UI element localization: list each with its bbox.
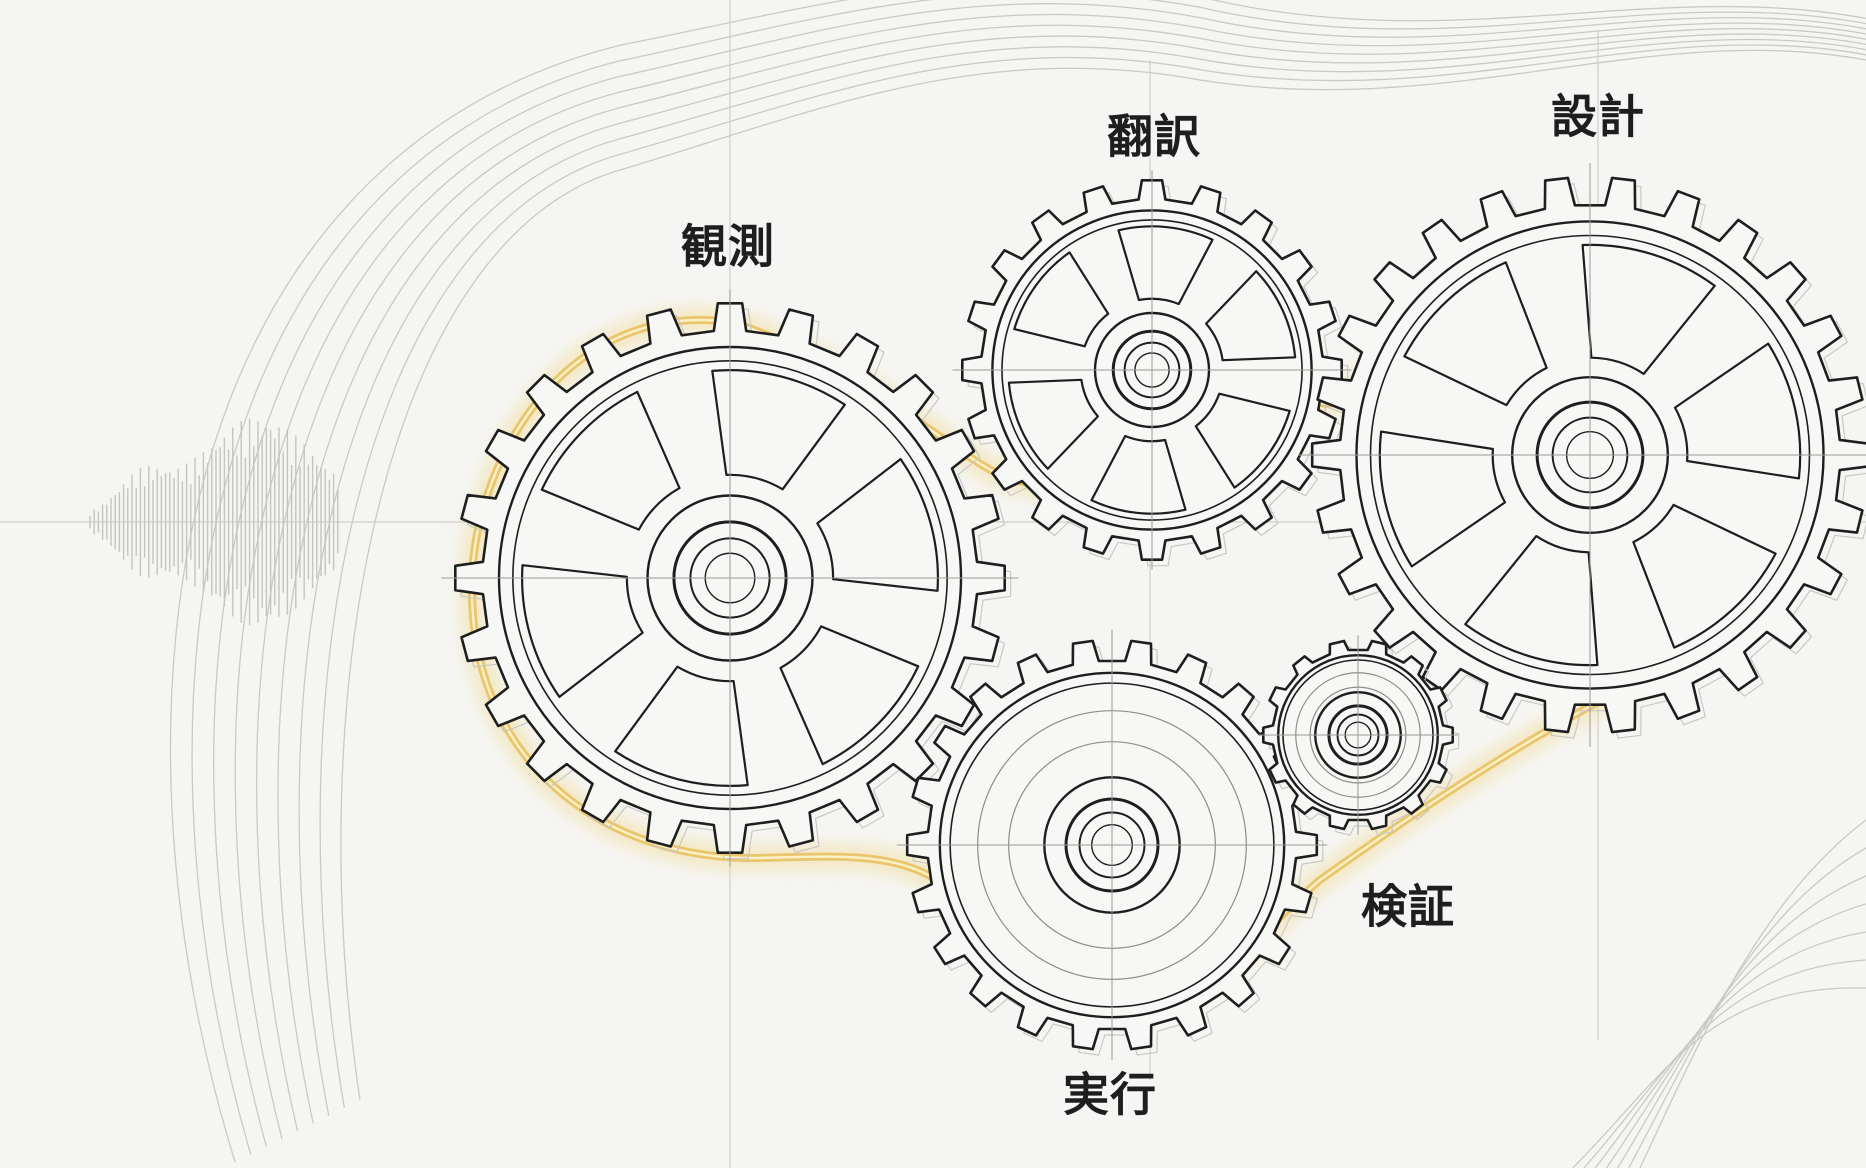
contour-line [1572,987,1866,1168]
gear-spoke-window [1090,434,1187,515]
contour-line [1628,847,1866,1168]
gear-translate [952,170,1352,570]
gear-verify [1258,635,1460,836]
contour-line [191,0,1866,1155]
gear-spoke-window [1007,378,1099,470]
contour-line [169,0,1866,1163]
gear-spoke-window [540,390,681,531]
gear-spoke-window [1194,392,1291,489]
contour-line [1583,959,1866,1168]
gear-spoke-window [711,369,846,491]
gear-spoke-window [1403,261,1548,407]
label-verify: 検証 [1361,880,1455,934]
gear-spoke-window [1378,430,1507,568]
gear-spoke-window [1581,243,1716,375]
label-execute: 実行 [1063,1068,1157,1122]
gear-spoke-window [1673,342,1802,480]
gear-observe [441,289,1019,867]
gear-execute [896,629,1328,1061]
contour-line [319,44,1866,1108]
contour-line [1617,875,1866,1168]
label-design: 設計 [1551,90,1645,144]
contour-line [298,38,1866,1116]
gear-spoke-window [1464,535,1599,667]
gear-spoke-window [1117,225,1214,306]
gear-spoke-window [1632,503,1777,649]
contour-line [277,33,1866,1124]
gear-design [1298,163,1866,747]
contour-line [340,49,1866,1101]
contour-line [1594,931,1866,1168]
contour-line [234,13,1866,1140]
contour-lines [169,0,1866,1168]
contour-line [1605,903,1866,1168]
gear-spoke-window [521,564,644,698]
contour-line [255,24,1866,1132]
contour-line [1639,819,1866,1168]
label-translate: 翻訳 [1107,110,1201,164]
gear-spoke-window [1205,270,1297,362]
gear-spoke-window [1013,251,1110,348]
label-observe: 観測 [681,220,775,274]
contour-line [213,3,1866,1147]
gear-spoke-window [816,458,939,592]
gear-spoke-window [779,625,920,766]
signal-waveform [89,418,339,626]
gear-spoke-window [614,665,749,787]
